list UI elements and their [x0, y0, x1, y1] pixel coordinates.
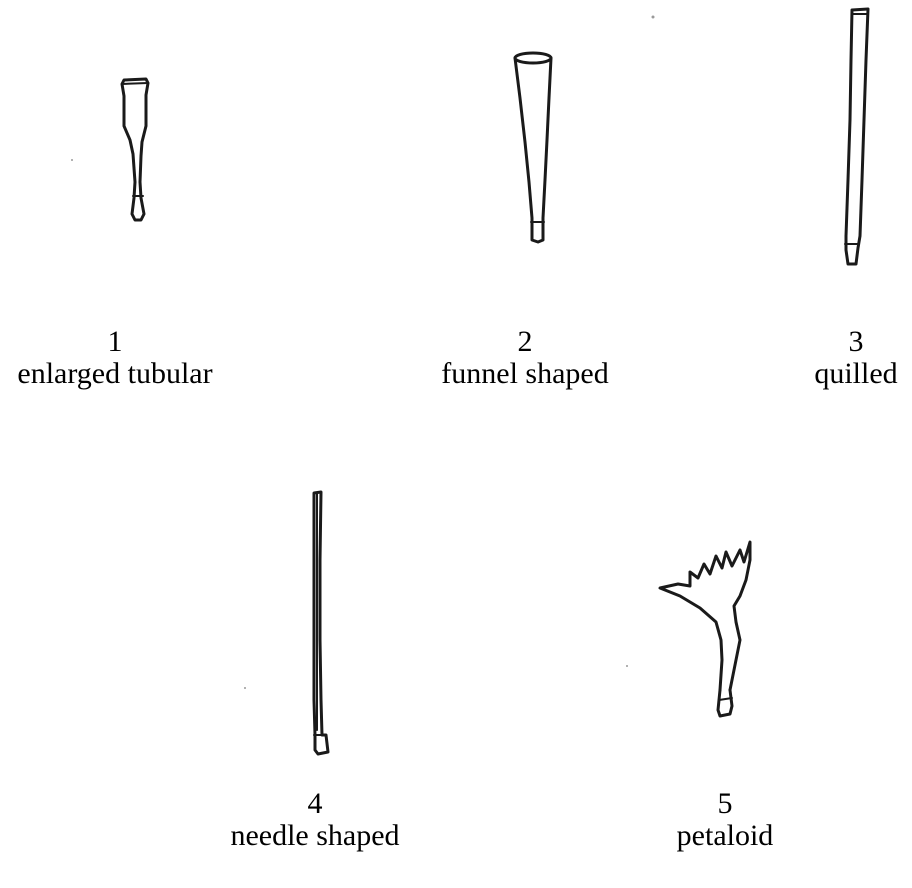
petaloid-floret-icon: [660, 542, 750, 716]
item-number: 1: [0, 326, 230, 358]
item-label: enlarged tubular: [0, 358, 230, 390]
item-label: petaloid: [620, 820, 830, 852]
item-number: 3: [800, 326, 912, 358]
caption-enlarged-tubular: 1 enlarged tubular: [0, 326, 230, 390]
caption-funnel-shaped: 2 funnel shaped: [425, 326, 625, 390]
needle-shaped-floret-icon: [314, 492, 328, 754]
caption-petaloid: 5 petaloid: [620, 788, 830, 852]
enlarged-tubular-floret-icon: [122, 79, 148, 220]
item-number: 4: [200, 788, 430, 820]
caption-quilled: 3 quilled: [800, 326, 912, 390]
item-label: quilled: [800, 358, 912, 390]
item-number: 2: [425, 326, 625, 358]
item-number: 5: [620, 788, 830, 820]
quilled-floret-icon: [845, 9, 868, 264]
caption-needle-shaped: 4 needle shaped: [200, 788, 430, 852]
item-label: needle shaped: [200, 820, 430, 852]
funnel-shaped-floret-icon: [515, 53, 551, 242]
item-label: funnel shaped: [425, 358, 625, 390]
